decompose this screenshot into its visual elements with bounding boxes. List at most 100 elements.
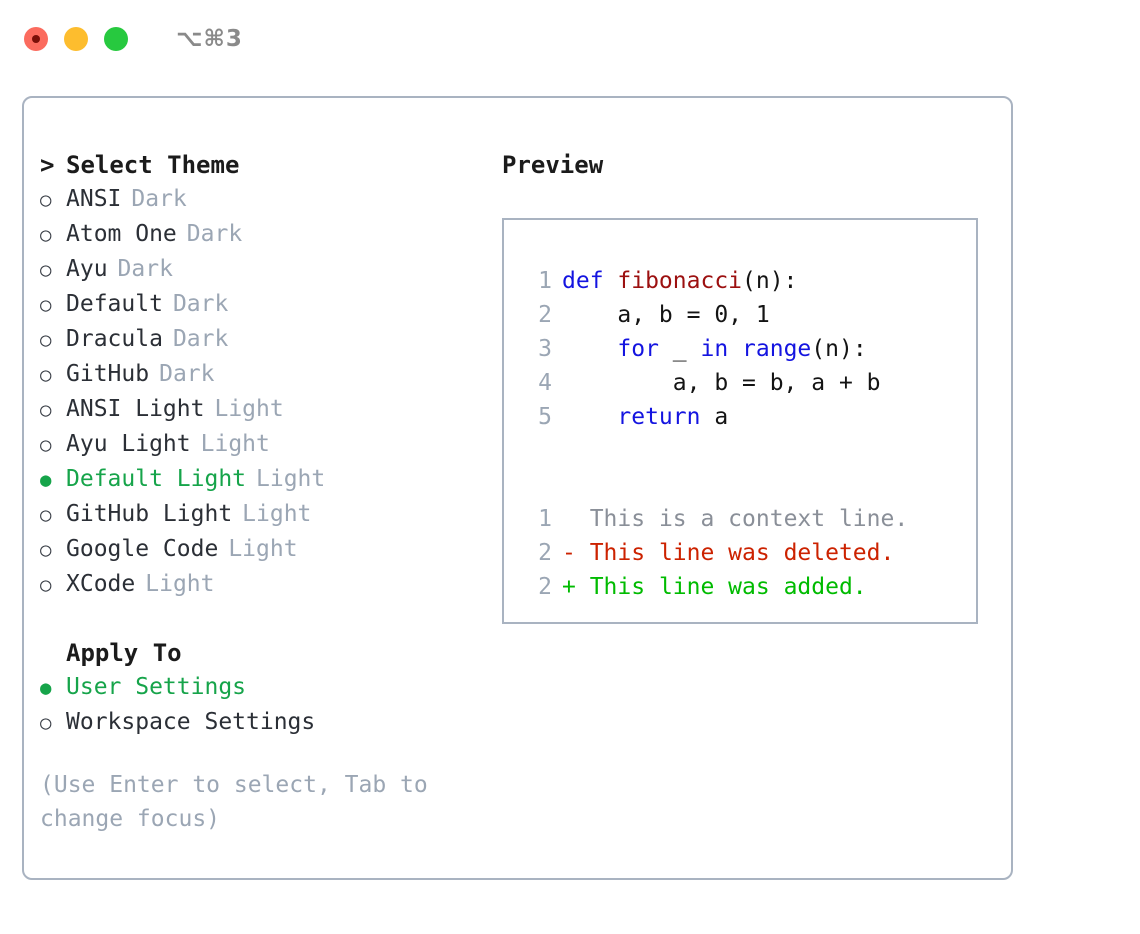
close-button[interactable] [24, 27, 48, 51]
radio-unselected-icon: ○ [40, 224, 52, 246]
maximize-button[interactable] [104, 27, 128, 51]
diff-line-text: This is a context line. [589, 506, 909, 532]
theme-option-label: GitHub Light [66, 501, 233, 527]
code-line: 2 a, b = 0, 1 [518, 298, 976, 332]
code-blank-line [518, 434, 976, 468]
theme-variant-badge: Light [228, 536, 298, 562]
code-token-plain [562, 336, 617, 362]
theme-option-label: Atom One [66, 221, 177, 247]
theme-option-atom-one[interactable]: ○ Atom One Dark [40, 217, 490, 252]
code-line: 5 return a [518, 400, 976, 434]
theme-variant-badge: Dark [131, 186, 187, 212]
diff-sample: 1 This is a context line.2- This line wa… [518, 502, 976, 604]
apply-to-heading: Apply To [40, 636, 490, 670]
theme-option-label: Ayu [66, 256, 108, 282]
theme-option-xcode[interactable]: ○ XCode Light [40, 567, 490, 602]
keyboard-hint: (Use Enter to select, Tab to change focu… [40, 772, 428, 832]
theme-option-default-light[interactable]: ● Default Light Light [40, 462, 490, 497]
theme-option-label: Ayu Light [66, 431, 191, 457]
radio-unselected-icon: ○ [40, 294, 52, 316]
code-line-text: a, b = b, a + b [562, 366, 881, 400]
theme-variant-badge: Dark [172, 291, 229, 317]
line-number: 5 [538, 404, 552, 430]
code-token-plain: (n): [811, 336, 867, 362]
theme-option-ayu-light[interactable]: ○ Ayu Light Light [40, 427, 490, 462]
apply-option-workspace-settings[interactable]: ○ Workspace Settings [40, 705, 490, 740]
code-token-kw: return [617, 404, 701, 430]
diff-line: 1 This is a context line. [518, 502, 976, 536]
apply-to-list: ● User Settings ○ Workspace Settings [40, 670, 490, 740]
theme-option-google-code[interactable]: ○ Google Code Light [40, 532, 490, 567]
code-token-plain: _ [658, 336, 701, 362]
code-token-plain: a, b = 0, 1 [562, 302, 770, 328]
diff-line-text: This line was added. [589, 574, 867, 600]
radio-unselected-icon: ○ [40, 539, 52, 561]
line-number: 2 [538, 574, 552, 600]
keyboard-shortcut-label: ⌥⌘3 [176, 26, 243, 52]
line-number: 1 [538, 506, 552, 532]
theme-option-github-light[interactable]: ○ GitHub Light Light [40, 497, 490, 532]
radio-unselected-icon: ○ [40, 259, 52, 281]
code-line-text: for _ in range(n): [562, 332, 867, 366]
theme-variant-badge: Light [145, 571, 215, 597]
apply-option-label: Workspace Settings [66, 709, 316, 735]
code-token-kw: range [742, 336, 812, 362]
theme-variant-badge: Dark [186, 221, 243, 247]
diff-marker [562, 502, 590, 536]
code-token-kw: for [617, 336, 659, 362]
preview-heading: Preview [502, 151, 604, 179]
radio-unselected-icon: ○ [40, 434, 52, 456]
select-theme-title: Select Theme [66, 151, 240, 179]
theme-option-label: Default Light [66, 466, 247, 492]
theme-variant-badge: Light [256, 466, 326, 492]
theme-variant-badge: Dark [117, 256, 173, 282]
radio-selected-icon: ● [40, 469, 52, 491]
theme-variant-badge: Dark [159, 361, 215, 387]
diff-marker: + [562, 574, 590, 600]
radio-unselected-icon: ○ [40, 364, 52, 386]
apply-option-label: User Settings [66, 674, 247, 700]
theme-option-label: XCode [66, 571, 136, 597]
code-line-text: return a [562, 400, 728, 434]
theme-variant-badge: Dark [172, 326, 229, 352]
radio-selected-icon: ● [40, 677, 52, 699]
code-line: 4 a, b = b, a + b [518, 366, 976, 400]
minimize-button[interactable] [64, 27, 88, 51]
theme-variant-badge: Light [242, 501, 312, 527]
code-blank-line [518, 468, 976, 502]
radio-unselected-icon: ○ [40, 504, 52, 526]
diff-line: 2- This line was deleted. [518, 536, 976, 570]
code-token-fn: fibonacci [617, 268, 743, 294]
radio-unselected-icon: ○ [40, 574, 52, 596]
theme-variant-badge: Light [200, 431, 270, 457]
theme-option-label: GitHub [66, 361, 150, 387]
code-token-plain: (n): [742, 268, 798, 294]
code-line: 1 def fibonacci(n): [518, 264, 976, 298]
radio-unselected-icon: ○ [40, 189, 52, 211]
theme-option-label: Google Code [66, 536, 219, 562]
list-spacer [40, 602, 490, 636]
line-number: 2 [538, 302, 552, 328]
apply-option-user-settings[interactable]: ● User Settings [40, 670, 490, 705]
diff-marker: - [562, 540, 590, 566]
code-token-kw: def [562, 268, 618, 294]
radio-unselected-icon: ○ [40, 399, 52, 421]
diff-line-text: This line was deleted. [589, 540, 895, 566]
theme-option-label: ANSI Light [66, 396, 205, 422]
radio-unselected-icon: ○ [40, 712, 52, 734]
theme-option-ayu[interactable]: ○ Ayu Dark [40, 252, 490, 287]
line-number: 1 [538, 268, 552, 294]
recording-indicator-icon [32, 35, 40, 43]
window-titlebar: ⌥⌘3 [0, 0, 1140, 78]
theme-option-github[interactable]: ○ GitHub Dark [40, 357, 490, 392]
